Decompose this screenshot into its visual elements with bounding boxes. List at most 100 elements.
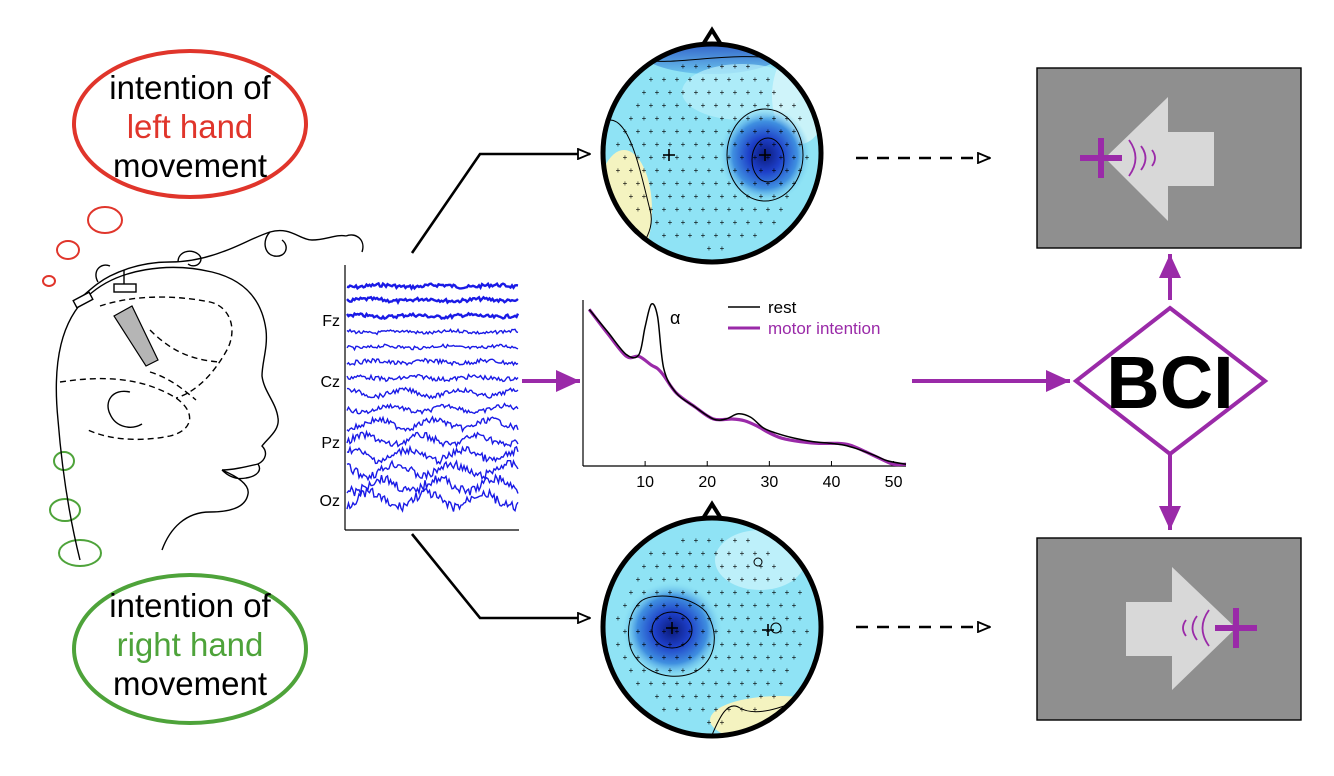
electrode-marker: + (662, 101, 667, 110)
bci-diamond (1072, 305, 1269, 457)
electrode-marker: + (759, 666, 764, 675)
electrode-marker: + (727, 179, 732, 188)
electrode-marker: + (681, 62, 686, 71)
electrode-marker: + (642, 114, 647, 123)
electrode-marker: + (727, 679, 732, 688)
electrode-marker: + (675, 549, 680, 558)
topomap-icon: ++++++++++++++++++++++++++++++++++++++++… (600, 26, 824, 265)
electrode-marker: + (714, 653, 719, 662)
series-line-rest (588, 303, 907, 465)
electrode-marker: + (720, 166, 725, 175)
topomap-center-cross-right (666, 622, 774, 636)
electrode-marker: + (688, 75, 693, 84)
electrode-marker: + (753, 205, 758, 214)
electrode-marker: + (636, 179, 641, 188)
electrode-marker: + (753, 627, 758, 636)
x-tick-label: 50 (885, 474, 903, 491)
electrode-marker: + (707, 640, 712, 649)
channel-label-cz: Cz (320, 374, 340, 391)
electrode-marker: + (720, 88, 725, 97)
electrode-marker: + (707, 62, 712, 71)
electrode-marker: + (642, 166, 647, 175)
electrode-marker: + (759, 614, 764, 623)
electrode-marker: + (675, 705, 680, 714)
electrode-marker: + (759, 562, 764, 571)
electrode-marker: + (668, 166, 673, 175)
electrode-marker: + (688, 653, 693, 662)
electrode-marker: + (662, 601, 667, 610)
electrode-marker: + (688, 127, 693, 136)
electrode-marker: + (655, 562, 660, 571)
electrode-marker: + (753, 705, 758, 714)
electrode-marker: + (636, 575, 641, 584)
channel-label-oz: Oz (320, 493, 340, 510)
electrode-marker: + (655, 640, 660, 649)
electrode-marker: + (785, 114, 790, 123)
electrode-marker: + (746, 640, 751, 649)
electrode-marker: + (616, 166, 621, 175)
electrode-marker: + (753, 179, 758, 188)
electrode-marker: + (688, 627, 693, 636)
arrow-to-top-topomap (410, 154, 590, 254)
electrode-marker: + (655, 218, 660, 227)
electrode-marker: + (694, 666, 699, 675)
electrode-marker: + (668, 666, 673, 675)
electrode-marker: + (642, 562, 647, 571)
left-line2: left hand (127, 108, 254, 145)
small-bubble-right-1 (53, 451, 75, 471)
electrode-marker: + (629, 114, 634, 123)
electrode-marker: + (753, 601, 758, 610)
electrode-marker: + (675, 179, 680, 188)
electrode-marker: + (727, 601, 732, 610)
electrode-marker: + (662, 127, 667, 136)
electrode-marker: + (701, 705, 706, 714)
electrode-marker: + (694, 192, 699, 201)
electrode-marker: + (759, 692, 764, 701)
topomap-icon: ++++++++++++++++++++++++++++++++++++++++… (600, 500, 824, 739)
electrode-marker: + (636, 205, 641, 214)
electrode-marker: + (707, 88, 712, 97)
electrode-marker: + (779, 205, 784, 214)
electrode-marker: + (681, 692, 686, 701)
electrode-marker: + (701, 679, 706, 688)
electrode-marker: + (714, 101, 719, 110)
electrode-marker: + (746, 166, 751, 175)
right-arrow-icon (1126, 567, 1236, 690)
electrode-marker: + (714, 705, 719, 714)
electrode-marker: + (655, 166, 660, 175)
small-bubble-right-3 (58, 539, 102, 567)
electrode-marker: + (772, 140, 777, 149)
electrode-marker: + (694, 588, 699, 597)
electrode-marker: + (740, 705, 745, 714)
right-line2: right hand (117, 626, 264, 663)
bci-label: BCI (1106, 341, 1233, 424)
electrode-marker: + (733, 588, 738, 597)
small-bubble-left-2 (56, 240, 80, 260)
electrode-marker: + (798, 114, 803, 123)
electrode-marker: + (740, 101, 745, 110)
electrode-marker: + (694, 88, 699, 97)
electrode-marker: + (649, 101, 654, 110)
electrode-marker: + (675, 127, 680, 136)
electrode-marker: + (668, 692, 673, 701)
electrode-marker: + (746, 218, 751, 227)
electrode-marker: + (649, 205, 654, 214)
electrode-marker: + (688, 549, 693, 558)
legend-label-rest: rest (768, 298, 797, 317)
electrode-marker: + (655, 88, 660, 97)
electrode-marker: + (681, 640, 686, 649)
electrode-marker: + (675, 205, 680, 214)
electrode-marker: + (746, 88, 751, 97)
electrode-marker: + (759, 166, 764, 175)
electrode-marker: + (675, 75, 680, 84)
eeg-trace (346, 415, 519, 434)
electrode-marker: + (753, 679, 758, 688)
electrode-marker: + (701, 575, 706, 584)
electrode-marker: + (636, 601, 641, 610)
feedback-screen-right (1036, 537, 1302, 721)
eeg-trace (346, 357, 519, 367)
electrode-marker: + (766, 601, 771, 610)
electrode-marker: + (792, 153, 797, 162)
electrode-marker: + (688, 705, 693, 714)
electrode-marker: + (623, 627, 628, 636)
